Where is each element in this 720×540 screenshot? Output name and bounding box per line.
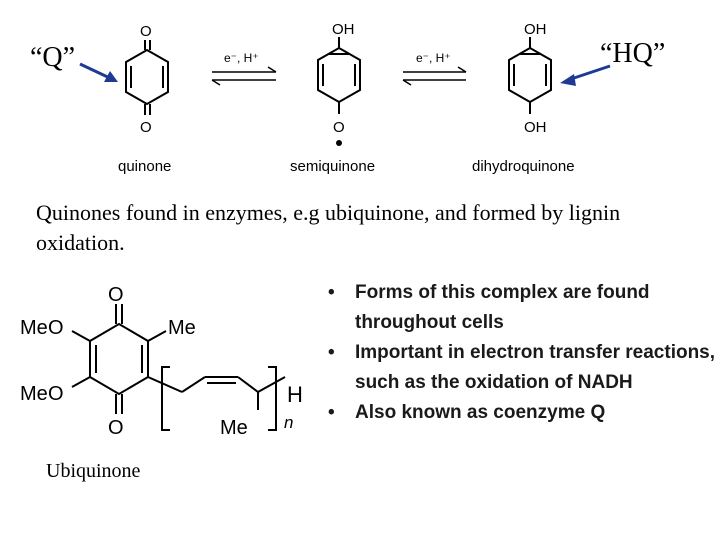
bullet-item: Also known as coenzyme Q — [322, 398, 717, 428]
methyl-right: Me — [168, 317, 196, 339]
semiquinone-structure — [317, 37, 361, 114]
dihydroquinone-name: dihydroquinone — [472, 158, 575, 175]
q-label: “Q” — [30, 42, 76, 73]
q-pointer-arrow — [79, 62, 118, 82]
dihydroquinone-oh-bottom: OH — [524, 119, 547, 136]
bullet-item: Forms of this complex are found througho… — [322, 278, 717, 338]
semiquinone-oh-top: OH — [332, 21, 355, 38]
bullet-item: Important in electron transfer reactions… — [322, 338, 717, 398]
bullet-list: Forms of this complex are found througho… — [322, 278, 717, 428]
ubiquinone-o-top: O — [108, 284, 124, 306]
dihydroquinone-structure — [508, 37, 552, 114]
methoxy-lower-me: Me — [20, 383, 48, 405]
semiquinone-name: semiquinone — [290, 158, 376, 175]
ubiquinone-o-bottom: O — [108, 417, 124, 439]
quinone-structure — [125, 40, 169, 115]
reagent-label-1: e⁻, H⁺ — [224, 51, 259, 65]
methoxy-lower-o: O — [48, 383, 64, 405]
reagent-label-2: e⁻, H⁺ — [416, 51, 451, 65]
methoxy-upper-o: O — [48, 317, 64, 339]
dihydroquinone-oh-top: OH — [524, 21, 547, 38]
ubiquinone-name: Ubiquinone — [46, 460, 141, 482]
ubiquinone-structure — [71, 304, 286, 431]
quinone-name: quinone — [118, 158, 172, 175]
equilibrium-arrow-2 — [402, 66, 467, 86]
hq-pointer-arrow — [560, 64, 611, 86]
equilibrium-arrow-1 — [211, 66, 277, 86]
semiquinone-o-bottom: O — [333, 119, 345, 136]
quinone-o-bottom: O — [140, 119, 152, 136]
quinone-o-top: O — [140, 23, 152, 40]
repeat-n: n — [284, 413, 293, 432]
methoxy-upper-me: Me — [20, 317, 48, 339]
chain-end-h: H — [287, 382, 303, 407]
radical-dot — [336, 140, 342, 146]
caption-text: Quinones found in enzymes, e.g ubiquinon… — [36, 200, 621, 255]
methyl-chain: Me — [220, 417, 248, 439]
hq-label: “HQ” — [600, 38, 666, 69]
